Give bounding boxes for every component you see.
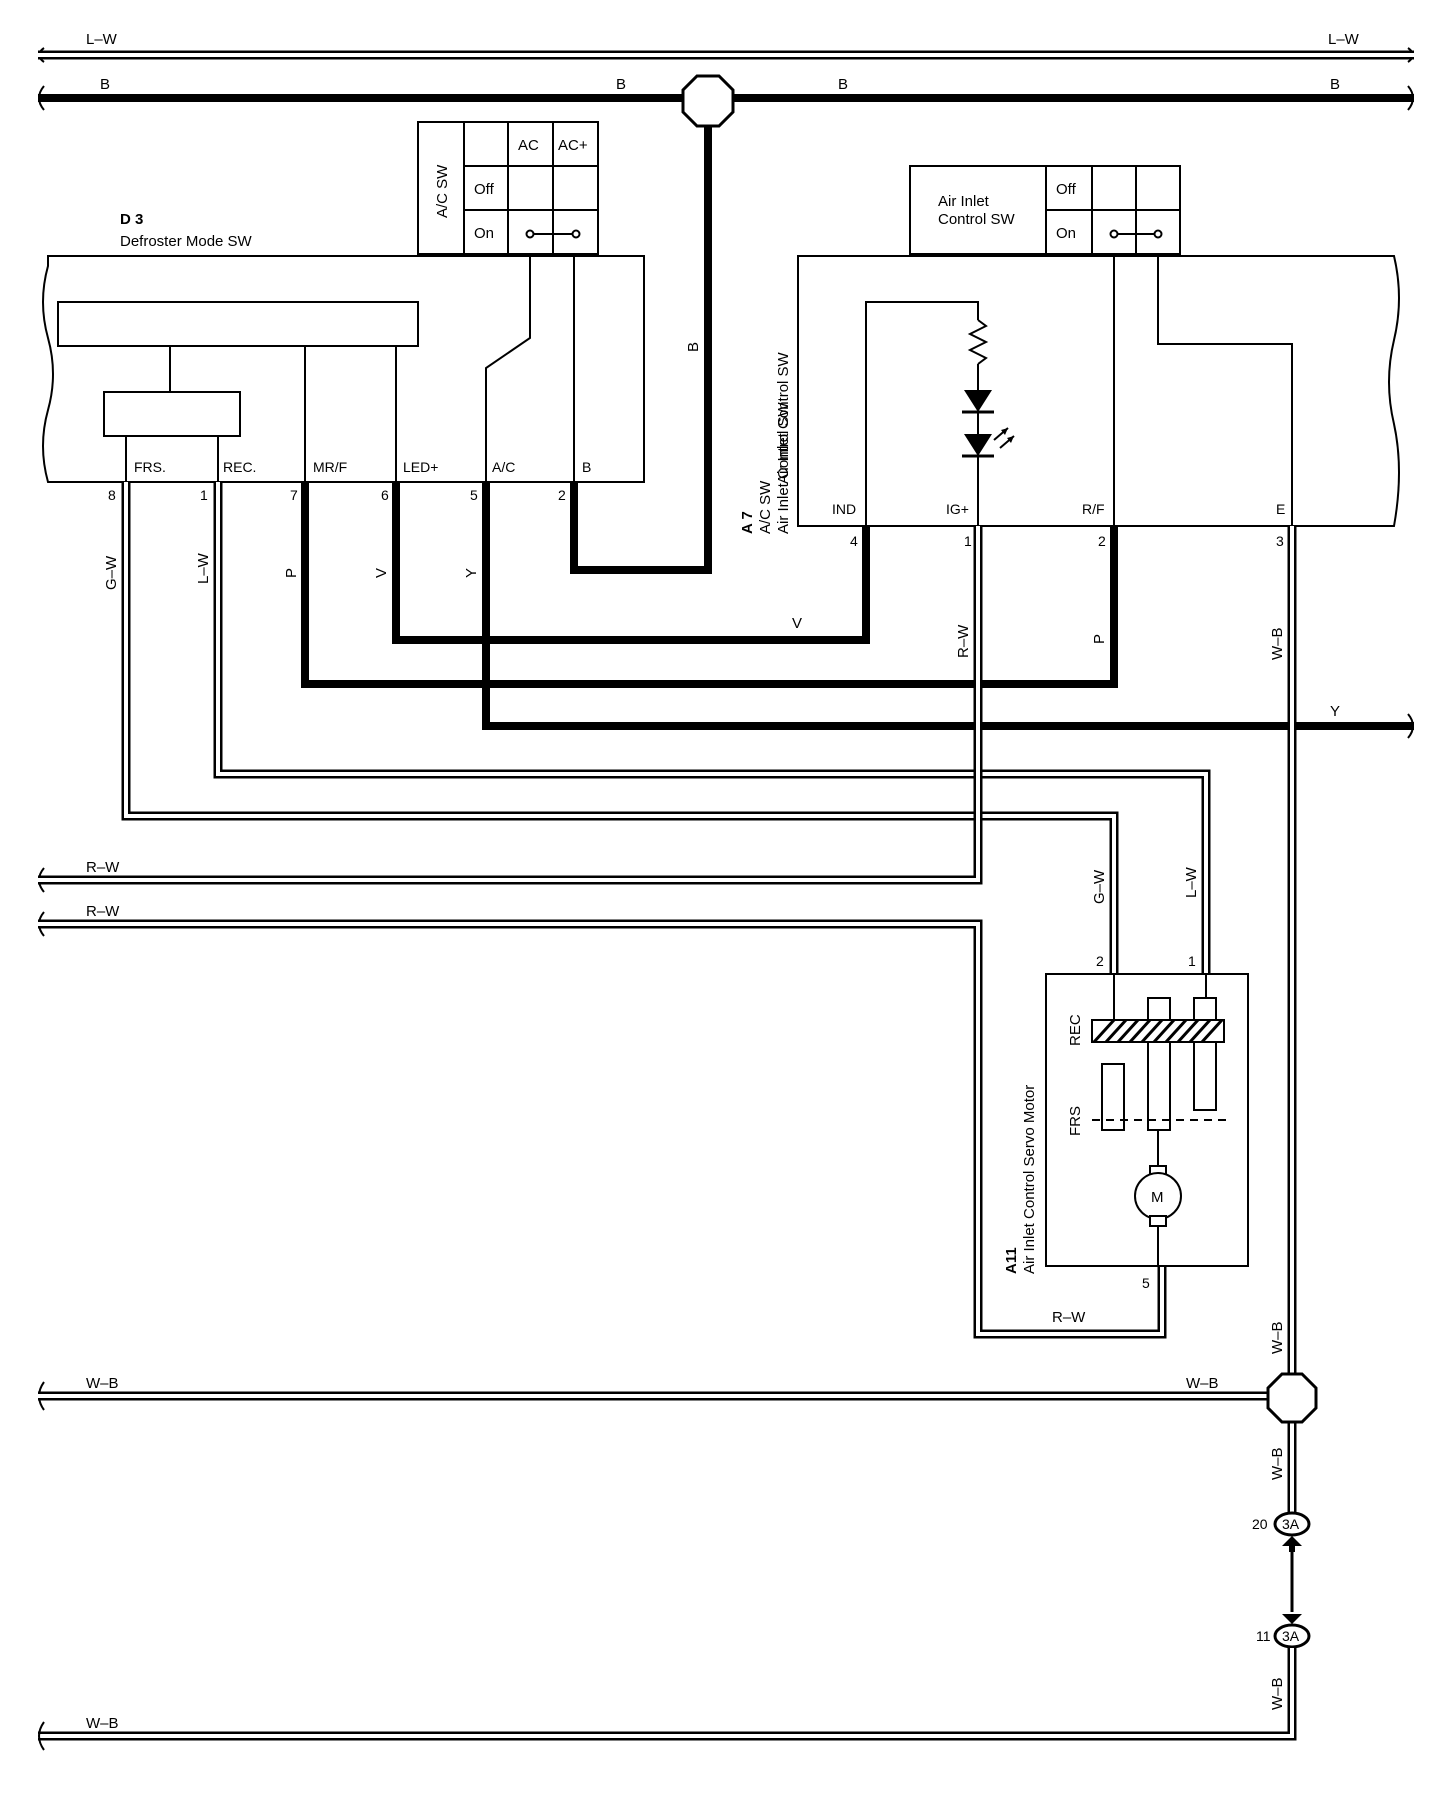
connector-lower-code: 3A xyxy=(1282,1628,1300,1644)
bus-w-b-bottom-label: W–B xyxy=(86,1715,119,1732)
air-inlet-switch-row-off: Off xyxy=(1056,181,1077,198)
a7-name-2: Air Inlet Control SW xyxy=(775,401,792,534)
defroster-pin-label-ac: A/C xyxy=(492,459,515,475)
wire-b-vertical-label: B xyxy=(685,342,702,352)
a7-pin-label-ind: IND xyxy=(832,501,856,517)
bus-w-b-mid-label-left: W–B xyxy=(86,1375,119,1392)
bus-w-b-mid-label-right: W–B xyxy=(1186,1375,1219,1392)
connector-lower-num: 11 xyxy=(1256,1628,1271,1644)
wire-l-w-label-right: L–W xyxy=(1183,866,1200,898)
wire-w-b-label-e: W–B xyxy=(1269,627,1286,660)
a7-pin-num-3: 3 xyxy=(1276,533,1284,549)
wire-r-w-motor xyxy=(38,911,1167,1339)
a7-name-1: A/C SW xyxy=(757,480,774,534)
ac-switch-title: A/C SW xyxy=(434,164,451,218)
a7-pin-num-4: 4 xyxy=(850,533,858,549)
a11-code: A11 xyxy=(1003,1247,1020,1274)
wire-y-label-vertical: Y xyxy=(463,568,480,578)
a11-body xyxy=(1045,973,1249,1267)
defroster-pin-num-7: 7 xyxy=(290,487,298,503)
wire-r-w-motor-label: R–W xyxy=(1052,1309,1086,1326)
defroster-pin-num-5: 5 xyxy=(470,487,478,503)
connector-3a-lower xyxy=(1273,1614,1311,1649)
wire-v-label-horizontal: V xyxy=(792,615,802,632)
a11-pin-num-1: 1 xyxy=(1188,953,1196,969)
wire-g-w-label-left: G–W xyxy=(103,555,120,590)
connector-3a-upper xyxy=(1273,1511,1311,1552)
a7-pin-label-ig: IG+ xyxy=(946,501,969,517)
bus-l-w-label-left: L–W xyxy=(86,31,118,48)
a7-body xyxy=(797,255,1400,527)
a11-pin-num-2: 2 xyxy=(1096,953,1104,969)
junction-b-top xyxy=(681,74,735,128)
defroster-pin-num-8: 8 xyxy=(108,487,116,503)
connector-upper-code: 3A xyxy=(1282,1516,1300,1532)
motor-label: M xyxy=(1151,1189,1164,1206)
defroster-title: Defroster Mode SW xyxy=(120,233,253,250)
air-inlet-switch-row-on: On xyxy=(1056,225,1076,242)
defroster-pin-label-rec: REC. xyxy=(223,459,256,475)
wire-l-w-label-left: L–W xyxy=(195,552,212,584)
wire-r-w-ig xyxy=(38,526,983,893)
wire-v-label-vertical: V xyxy=(373,568,390,578)
defroster-pin-label-led: LED+ xyxy=(403,459,438,475)
defroster-pin-label-mrf: MR/F xyxy=(313,459,347,475)
ac-switch-col-acplus: AC+ xyxy=(558,137,588,154)
ac-switch-row-off: Off xyxy=(474,181,495,198)
a11-rec-label: REC xyxy=(1067,1014,1084,1046)
defroster-body xyxy=(42,255,645,483)
bus-b-label-1: B xyxy=(100,76,110,93)
defroster-pin-num-6: 6 xyxy=(381,487,389,503)
a7-side-label: Air Inlet Control SW xyxy=(775,351,792,484)
defroster-code: D 3 xyxy=(120,211,143,228)
air-inlet-switch-title-2: Control SW xyxy=(938,211,1016,228)
bus-w-b-mid xyxy=(38,1381,1292,1411)
a11-pin-num-5: 5 xyxy=(1142,1275,1150,1291)
a7-pin-label-rf: R/F xyxy=(1082,501,1105,517)
ac-switch-col-ac: AC xyxy=(518,137,539,154)
wire-r-w-ig-label: R–W xyxy=(955,624,972,658)
bus-b-label-3: B xyxy=(838,76,848,93)
wire-v xyxy=(392,482,870,644)
a11-name: Air Inlet Control Servo Motor xyxy=(1021,1085,1038,1274)
wire-w-b-label-mid: W–B xyxy=(1269,1447,1286,1480)
wire-r-w-label-1: R–W xyxy=(86,859,120,876)
a7-code: A 7 xyxy=(739,511,756,534)
wire-y xyxy=(482,482,1414,739)
wire-b-to-defroster xyxy=(570,98,712,574)
defroster-pin-num-2: 2 xyxy=(558,487,566,503)
wire-p-label-left: P xyxy=(283,568,300,578)
bus-l-w-label-right: L–W xyxy=(1328,31,1360,48)
air-inlet-switch-table xyxy=(909,165,1181,255)
a7-pin-num-1: 1 xyxy=(964,533,972,549)
wire-p-label-right: P xyxy=(1091,634,1108,644)
wire-y-label-right: Y xyxy=(1330,703,1340,720)
wire-p xyxy=(301,482,1118,688)
bus-b-label-2: B xyxy=(616,76,626,93)
defroster-pin-label-b: B xyxy=(582,459,591,475)
junction-w-b xyxy=(1266,1372,1318,1424)
wire-w-b-label-lower: W–B xyxy=(1269,1677,1286,1710)
wire-l-w-rec xyxy=(213,482,1211,974)
wire-r-w-label-2: R–W xyxy=(86,903,120,920)
a11-frs-label: FRS xyxy=(1067,1106,1084,1136)
bus-w-b-bottom xyxy=(38,1648,1297,1751)
connector-upper-num: 20 xyxy=(1252,1516,1268,1532)
a7-pin-num-2: 2 xyxy=(1098,533,1106,549)
bus-b-label-4: B xyxy=(1330,76,1340,93)
wire-w-b-label-upper: W–B xyxy=(1269,1321,1286,1354)
air-inlet-switch-title-1: Air Inlet xyxy=(938,193,990,210)
wire-g-w-label-right: G–W xyxy=(1091,869,1108,904)
defroster-pin-label-frs: FRS. xyxy=(134,459,166,475)
defroster-pin-num-1: 1 xyxy=(200,487,208,503)
bus-l-w-top xyxy=(38,47,1414,63)
wire-g-w-frs xyxy=(121,482,1119,974)
ac-switch-row-on: On xyxy=(474,225,494,242)
a7-pin-label-e: E xyxy=(1276,501,1285,517)
ac-switch-table xyxy=(417,121,599,255)
